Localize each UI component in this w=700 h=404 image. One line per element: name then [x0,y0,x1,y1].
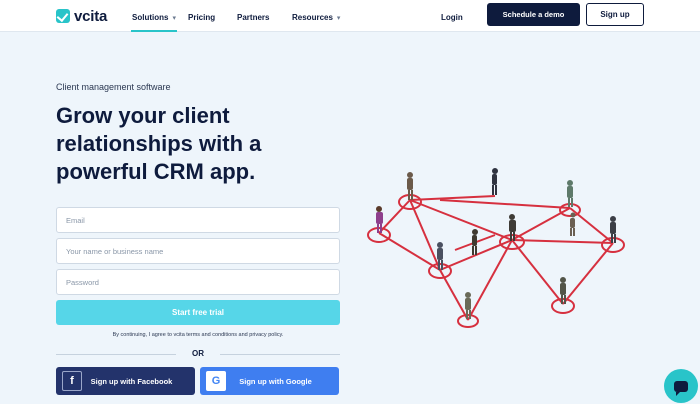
active-nav-indicator [131,30,177,32]
signup-button[interactable]: Sign up [586,3,644,26]
chat-widget-button[interactable] [664,369,698,403]
hero-headline: Grow your client relationships with a po… [56,103,262,184]
facebook-signup-label: Sign up with Facebook [90,376,173,386]
nav-label-solutions: Solutions [132,13,169,22]
chevron-down-icon: ▾ [172,15,176,22]
network-nodes [367,194,625,328]
terms-text: By continuing, I agree to vcita terms an… [112,332,284,338]
vcita-logo[interactable]: vcita [56,7,108,25]
facebook-signup-button[interactable]: f Sign up with Facebook [56,367,195,395]
facebook-icon: f [62,371,82,391]
people-figures [376,168,616,319]
logo-text: vcita [74,7,108,25]
people-network-illustration [367,168,625,328]
nav-item-resources[interactable]: Resources▾ [292,13,340,22]
nav-item-pricing[interactable]: Pricing [188,13,215,22]
nav-item-solutions[interactable]: Solutions▾ [132,13,176,22]
nav-item-partners[interactable]: Partners [237,13,269,22]
login-link[interactable]: Login [441,13,463,22]
divider-line [220,354,340,355]
or-label: OR [192,349,204,358]
nav-label-partners: Partners [237,13,270,22]
nav-label-pricing: Pricing [188,13,216,22]
hero-eyebrow: Client management software [56,82,171,92]
google-icon: G [206,371,226,391]
divider-line [56,354,176,355]
chat-icon [674,380,688,396]
or-divider: OR [56,349,340,359]
email-field[interactable] [56,207,340,233]
start-free-trial-button[interactable]: Start free trial [56,300,340,325]
top-navigation: vcita Solutions▾ Pricing Partners Resour… [0,0,700,32]
name-field[interactable] [56,238,340,264]
schedule-demo-button[interactable]: Schedule a demo [487,3,580,26]
chevron-down-icon: ▾ [336,15,341,22]
google-signup-button[interactable]: G Sign up with Google [200,367,339,395]
password-field[interactable] [56,269,340,295]
google-signup-label: Sign up with Google [239,376,312,386]
vcita-logo-icon [56,9,70,23]
nav-label-resources: Resources [292,13,333,22]
